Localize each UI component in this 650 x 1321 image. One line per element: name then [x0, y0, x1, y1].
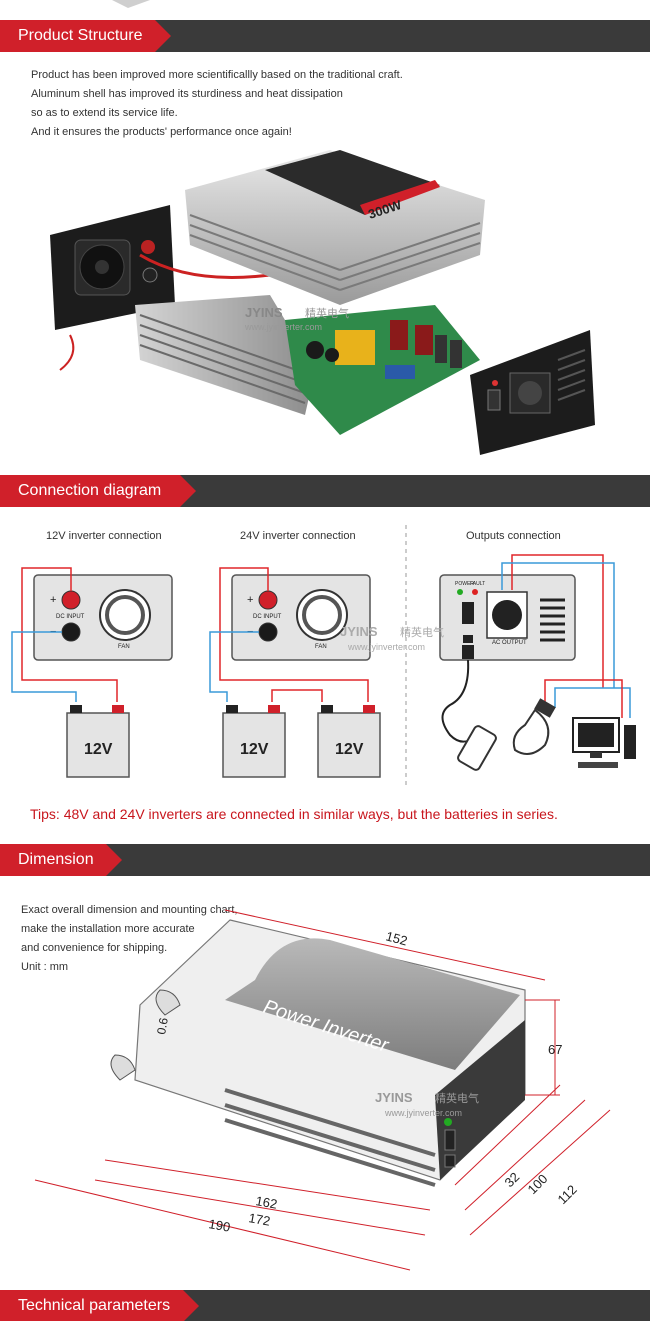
fan-label: FAN: [118, 644, 130, 650]
section-header-connection-diagram: Connection diagram: [0, 475, 650, 507]
end-plate-outlet: [470, 330, 595, 455]
bottom-heatsink: [135, 295, 315, 415]
dim-162: 162: [254, 1193, 278, 1212]
connection-diagram: + − DC INPUT FAN 12V + − DC INPUT FAN 12…: [11, 525, 636, 785]
watermark-url: www.jyinverter.com: [244, 322, 322, 332]
section-title: Product Structure: [0, 20, 171, 52]
intro-line: Product has been improved more scientifi…: [31, 69, 403, 81]
dimension-line: and convenience for shipping.: [21, 942, 168, 954]
fault-label: FAULT: [470, 581, 485, 587]
dim-100: 100: [525, 1171, 551, 1197]
plus-sign: +: [50, 594, 56, 606]
dimension-drawing: Power Inverter 152 67 0.6 32 100 112 162…: [34, 909, 611, 1271]
dim-172: 172: [247, 1210, 271, 1229]
top-shell: 300W: [185, 150, 485, 305]
watermark-url: www.jyinverter.com: [347, 642, 425, 652]
section-title: Dimension: [0, 844, 122, 876]
dc-input-label: DC INPUT: [56, 614, 85, 620]
exploded-inverter-image: 300W JYINS 精英电气 www.jyinverter.com: [50, 150, 595, 455]
fan-label: FAN: [315, 644, 327, 650]
section-header-technical-parameters: Technical parameters: [0, 1290, 650, 1321]
watermark-brand: JYINS: [375, 1090, 413, 1105]
inverter-12v: + − DC INPUT FAN: [33, 574, 173, 661]
watermark-brand-cn: 精英电气: [400, 625, 444, 639]
label-24v-connection: 24V inverter connection: [240, 530, 356, 542]
dim-152: 152: [384, 928, 409, 948]
intro-line: so as to extend its service life.: [31, 107, 178, 119]
battery-12v: 12V: [222, 705, 286, 778]
inverter-ac-output: POWER FAULT AC OUTPUT: [439, 574, 576, 661]
battery-label: 12V: [84, 741, 113, 758]
inverter-24v: + − DC INPUT FAN: [231, 574, 371, 661]
plus-sign: +: [247, 594, 253, 606]
dim-190: 190: [207, 1216, 231, 1235]
dim-67: 67: [548, 1042, 562, 1057]
section-header-dimension: Dimension: [0, 844, 650, 876]
ac-output-label: AC OUTPUT: [492, 640, 527, 646]
end-plate-fan: [50, 205, 271, 371]
dimension-line: Exact overall dimension and mounting cha…: [21, 904, 238, 916]
dc-input-label: DC INPUT: [253, 614, 282, 620]
circuit-board: [285, 305, 480, 435]
section-header-product-structure: Product Structure: [0, 20, 650, 52]
battery-label: 12V: [335, 741, 364, 758]
intro-line: Aluminum shell has improved its sturdine…: [31, 88, 343, 100]
product-structure-description: Product has been improved more scientifi…: [31, 66, 451, 142]
watermark-url: www.jyinverter.com: [384, 1108, 462, 1118]
computer-icon: [572, 717, 636, 768]
battery-label: 12V: [240, 741, 269, 758]
dim-112: 112: [555, 1182, 580, 1207]
dimension-description: Exact overall dimension and mounting cha…: [21, 901, 261, 977]
smartphone-icon: [457, 725, 497, 771]
watermark-brand: JYINS: [245, 305, 283, 320]
label-outputs-connection: Outputs connection: [466, 530, 561, 542]
watermark-brand: JYINS: [340, 624, 378, 639]
usb-plug-icon: [441, 645, 474, 743]
section-title: Connection diagram: [0, 475, 196, 507]
battery-12v: 12V: [317, 705, 381, 778]
top-image-fragment: [112, 0, 150, 8]
dimension-line: make the installation more accurate: [21, 923, 195, 935]
light-bulb-icon: [512, 698, 556, 755]
power-label: POWER: [455, 581, 474, 587]
intro-line: And it ensures the products' performance…: [31, 126, 292, 138]
watermark-brand-cn: 精英电气: [435, 1091, 479, 1105]
dimension-line: Unit : mm: [21, 961, 69, 973]
dim-0-6: 0.6: [154, 1016, 171, 1035]
label-12v-connection: 12V inverter connection: [46, 530, 162, 542]
section-title: Technical parameters: [0, 1290, 199, 1321]
watermark-brand-cn: 精英电气: [305, 306, 349, 320]
inverter-body: Power Inverter: [110, 919, 526, 1187]
connection-tips: Tips: 48V and 24V inverters are connecte…: [30, 806, 558, 822]
dim-32: 32: [502, 1169, 523, 1190]
battery-12v: 12V: [66, 705, 130, 778]
